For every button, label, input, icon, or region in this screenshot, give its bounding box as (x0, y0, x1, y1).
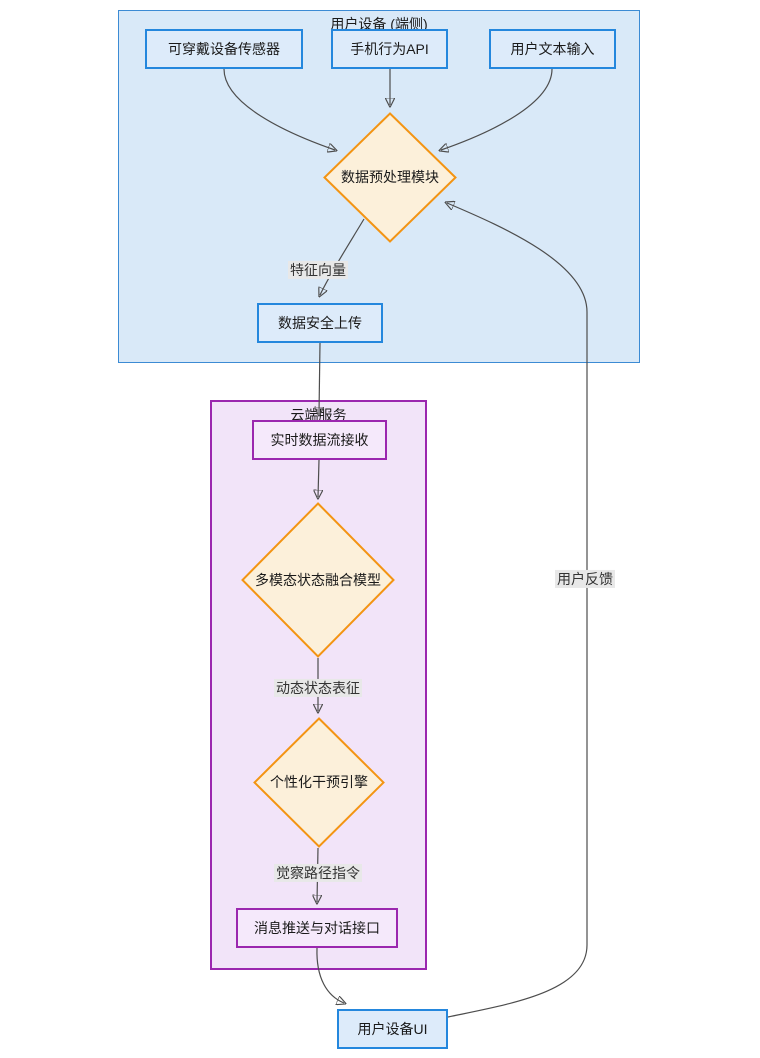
edge-wearable-to-preprocess (223, 68, 335, 150)
node-data-preprocess-label: 数据预处理模块 (341, 169, 439, 186)
node-phone-behavior-api: 手机行为API (331, 29, 448, 69)
edge-textinput-to-preprocess (441, 68, 553, 150)
node-fusion-model: 多模态状态融合模型 (241, 502, 395, 658)
cluster-user-device-title: 用户设备 (端侧) (330, 16, 428, 32)
edge-upload-to-stream (319, 342, 320, 414)
node-device-ui: 用户设备UI (337, 1009, 448, 1049)
node-stream-receive: 实时数据流接收 (252, 420, 387, 460)
node-fusion-model-label: 多模态状态融合模型 (255, 571, 381, 588)
node-intervention-engine: 个性化干预引擎 (253, 717, 385, 848)
edge-label-awareness-path: 觉察路径指令 (274, 863, 362, 883)
node-wearable-sensors: 可穿戴设备传感器 (145, 29, 303, 69)
diamond-shape (323, 112, 457, 243)
edge-label-dynamic-state: 动态状态表征 (274, 678, 362, 698)
diamond-shape (241, 502, 395, 658)
node-user-text-input: 用户文本输入 (489, 29, 616, 69)
node-user-text-input-label: 用户文本输入 (510, 40, 595, 57)
edge-label-feature-vector: 特征向量 (288, 260, 348, 280)
node-push-dialog-interface: 消息推送与对话接口 (236, 908, 398, 948)
node-data-preprocess: 数据预处理模块 (323, 112, 457, 243)
node-secure-upload-label: 数据安全上传 (278, 314, 362, 331)
node-stream-receive-label: 实时数据流接收 (270, 431, 369, 448)
node-push-dialog-interface-label: 消息推送与对话接口 (254, 919, 380, 936)
edge-label-user-feedback: 用户反馈 (555, 569, 615, 589)
node-intervention-engine-label: 个性化干预引擎 (270, 774, 368, 791)
edge-push-to-deviceui (316, 947, 344, 1003)
diamond-shape (253, 717, 385, 848)
node-device-ui-label: 用户设备UI (357, 1020, 428, 1037)
node-phone-behavior-api-label: 手机行为API (350, 40, 429, 57)
edge-deviceui-feedback-to-preprocess (447, 203, 588, 1018)
edge-stream-to-fusion (318, 459, 319, 497)
node-wearable-sensors-label: 可穿戴设备传感器 (168, 40, 280, 57)
edge-preprocess-to-upload (320, 218, 365, 295)
node-secure-upload: 数据安全上传 (257, 303, 383, 343)
